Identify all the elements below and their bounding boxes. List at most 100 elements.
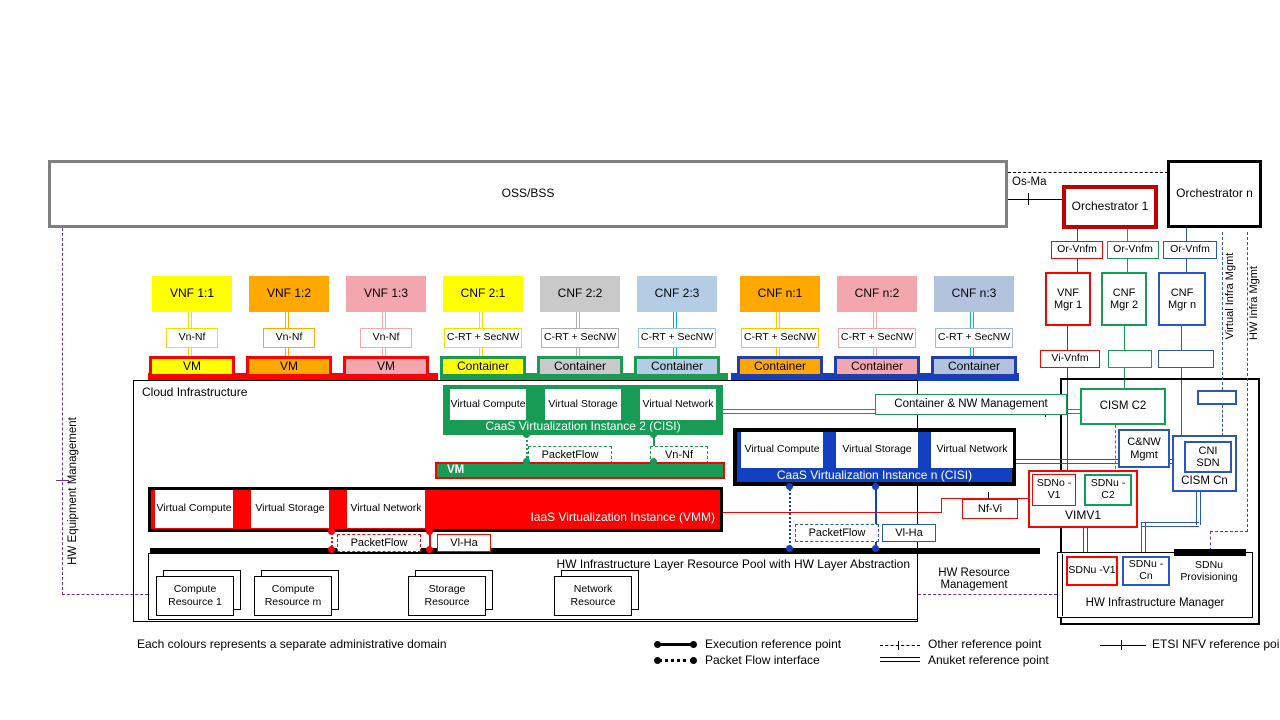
- caasn-virtual-network-box: Virtual Network: [931, 432, 1013, 468]
- vm-runtime-box: VM: [246, 356, 332, 377]
- hw-infra-mgmt-line-v: [1210, 531, 1211, 551]
- legend-packetflow-symbol: [658, 659, 694, 662]
- execution-dot: [872, 483, 879, 490]
- cnf-label: CNF n:3: [934, 276, 1014, 312]
- cism-cn-to-sdnu-cn-line: [1141, 522, 1146, 556]
- vl-ha-line-caasn: [875, 486, 877, 550]
- vl-ha-label-iaas: Vl-Ha: [437, 534, 491, 552]
- execution-dot: [426, 546, 433, 553]
- execution-dot: [872, 545, 879, 552]
- caas-instance-2-title: CaaS Virtualization Instance 2 (CISI): [485, 419, 681, 433]
- virtual-infra-mgmt-line2: [1222, 405, 1223, 441]
- crt-secnw-ref-point: C-RT + SecNW: [541, 328, 619, 348]
- sdnu-c2-box: SDNu -C2: [1084, 474, 1132, 506]
- hw-infra-mgmt-line: [1247, 232, 1248, 532]
- crt-secnw-ref-point: C-RT + SecNW: [935, 328, 1013, 348]
- legend-packetflow-dot: [654, 657, 661, 664]
- resource-label: Storage Resource: [408, 576, 486, 616]
- footnote: Each colours represents a separate admin…: [137, 637, 447, 651]
- resource-label: Compute Resource 1: [156, 576, 234, 616]
- orchestrator-1-box: Orchestrator 1: [1062, 185, 1158, 229]
- cnf-mgr-2-box: CNF Mgr 2: [1101, 272, 1147, 326]
- packetflow-dot: [328, 546, 335, 553]
- vim-to-sdnu-v1-line: [1083, 528, 1088, 556]
- legend-other-label: Other reference point: [928, 637, 1042, 651]
- cism-cn-down-line: [1196, 492, 1201, 525]
- caas2-virtual-storage-box: Virtual Storage: [545, 389, 621, 420]
- network-resource: Network Resource: [554, 570, 639, 616]
- anuket-line-caasn-cism: [1016, 459, 1172, 464]
- storage-resource: Storage Resource: [408, 570, 493, 616]
- or-vnfm-ref-point-red: Or-Vnfm: [1051, 241, 1103, 259]
- vn-nf-ref-point: Vn-Nf: [360, 328, 412, 348]
- ref-point-empty-green: [1108, 350, 1152, 368]
- virtual-infra-mgmt-line: [1222, 232, 1223, 390]
- container-runtime-box: Container: [440, 356, 526, 377]
- to-cism-cn-line: [1181, 368, 1182, 435]
- hw-infra-mgmt-label: HW Infra Mgmt: [1248, 266, 1260, 340]
- sdnu-provisioning-bar: [1174, 549, 1246, 556]
- sdnu-cn-box: SDNu -Cn: [1122, 556, 1170, 586]
- packetflow-label-iaas: PacketFlow: [337, 534, 421, 552]
- sdnu-provisioning-label: SDNu Provisioning: [1170, 557, 1248, 587]
- iaas-instance-box: [148, 487, 723, 532]
- ref-point-empty-blue: [1158, 350, 1214, 368]
- packetflow-line-iaas: [331, 532, 333, 551]
- orchestrator-n-box: Orchestrator n: [1167, 160, 1262, 228]
- or-vnfm-ref-point-blue: Or-Vnfm: [1163, 241, 1217, 259]
- legend-packetflow-label: Packet Flow interface: [705, 653, 820, 667]
- or-vnfm-ref-point-green: Or-Vnfm: [1107, 241, 1159, 259]
- caas2-virtual-network-box: Virtual Network: [640, 389, 716, 420]
- etsi-tick-nf-vi: [988, 492, 989, 503]
- cnf-mgrn-down-line: [1181, 326, 1182, 350]
- cnw-mgmt-box: C&NW Mgmt: [1118, 429, 1170, 468]
- crt-secnw-ref-point: C-RT + SecNW: [741, 328, 819, 348]
- container-runtime-box: Container: [737, 356, 823, 377]
- caas2-virtual-compute-box: Virtual Compute: [450, 389, 526, 420]
- cnf-mgr-n-box: CNF Mgr n: [1158, 272, 1206, 326]
- iaas-instance-title: IaaS Virtualization Instance (VMM): [530, 510, 715, 524]
- resource-label: Network Resource: [554, 576, 632, 616]
- cnf-label: CNF 2:1: [443, 276, 523, 312]
- packetflow-dot: [786, 483, 793, 490]
- nf-column-cnf21: CNF 2:1 C-RT + SecNW Container: [440, 276, 526, 377]
- vi-vnfm-to-vim-line: [1067, 368, 1068, 472]
- vm-layer-bar: VM: [435, 462, 725, 479]
- legend-anuket-label: Anuket reference point: [928, 653, 1049, 667]
- vnf-label: VNF 1:3: [346, 276, 426, 312]
- packetflow-dot: [786, 545, 793, 552]
- vl-ha-label-caasn: Vl-Ha: [882, 524, 936, 542]
- iaas-virtual-network-box: Virtual Network: [347, 490, 425, 528]
- packetflow-line-caasn: [789, 486, 791, 550]
- legend-execution-dot: [654, 641, 661, 648]
- nf-column-cnfn3: CNF n:3 C-RT + SecNW Container: [931, 276, 1017, 377]
- vnf-mgr-1-box: VNF Mgr 1: [1045, 272, 1091, 326]
- container-nw-management-box: Container & NW Management: [875, 394, 1067, 415]
- container-runtime-box: Container: [931, 356, 1017, 377]
- os-ma-reference-tick: [1028, 193, 1029, 205]
- nf-column-vnf12: VNF 1:2 Vn-Nf VM: [246, 276, 332, 377]
- hw-equipment-mgmt-tick: [56, 480, 69, 481]
- container-runtime-box: Container: [537, 356, 623, 377]
- packetflow-line-caas2: [526, 435, 528, 462]
- hw-infra-mgmt-line-h: [1210, 531, 1248, 532]
- legend-execution-symbol: [658, 643, 694, 646]
- cnf-mgr2-down-line: [1124, 326, 1125, 350]
- legend-execution-dot: [690, 641, 697, 648]
- cloud-infrastructure-title: Cloud Infrastructure: [142, 385, 248, 399]
- cism-c2-to-sdnu-c2-dashed: [1115, 425, 1116, 474]
- nf-vi-line-step: [941, 498, 942, 513]
- execution-dot: [426, 528, 433, 535]
- cni-sdn-box: CNI SDN: [1184, 441, 1232, 473]
- vnf-label: VNF 1:2: [249, 276, 329, 312]
- legend-anuket-symbol: [880, 657, 920, 662]
- cnf-label: CNF n:1: [740, 276, 820, 312]
- cnf-label: CNF 2:2: [540, 276, 620, 312]
- os-ma-label: Os-Ma: [1012, 176, 1047, 188]
- oss-bss-box: OSS/BSS: [48, 160, 1008, 228]
- hw-equipment-mgmt-line: [62, 228, 63, 595]
- packetflow-dot: [523, 458, 530, 465]
- vnf-label: VNF 1:1: [152, 276, 232, 312]
- iaas-virtual-compute-box: Virtual Compute: [155, 490, 233, 528]
- crt-secnw-ref-point: C-RT + SecNW: [638, 328, 716, 348]
